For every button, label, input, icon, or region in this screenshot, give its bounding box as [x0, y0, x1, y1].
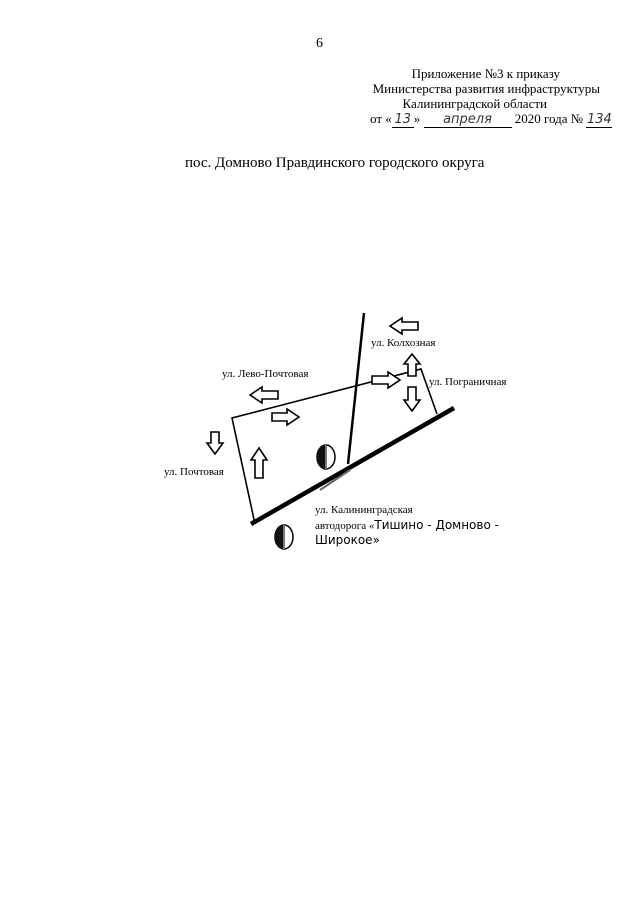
order-day: 13 — [391, 112, 414, 128]
arrow-right-icon — [271, 407, 301, 427]
page-number: 6 — [316, 36, 323, 51]
order-number: 134 — [586, 112, 613, 128]
arrow-up-icon — [402, 352, 422, 377]
appendix-title: Приложение №3 к приказу — [411, 66, 560, 81]
order-date-line: от «13» апреля 2020 года № 134 — [370, 111, 613, 128]
traffic-light-icon — [316, 444, 336, 470]
order-mid: » — [413, 111, 421, 126]
arrow-left-icon — [248, 385, 279, 405]
street-outline — [231, 368, 438, 525]
label-kaliningradskaya: ул. Калининградская — [315, 504, 413, 516]
road-name-2: Широкое» — [315, 533, 380, 547]
road-name-1: Тишино - Домново - — [374, 518, 499, 532]
arrow-right-icon — [371, 370, 402, 390]
order-year: 2020 года № — [514, 111, 584, 126]
arrow-down-icon — [205, 431, 225, 456]
main-road — [249, 406, 456, 526]
label-levo-pochtovaya: ул. Лево-Почтовая — [222, 368, 309, 380]
arrow-left-icon — [388, 316, 419, 336]
road-prefix: автодорога « — [315, 520, 375, 532]
main-road-shadow — [319, 469, 351, 491]
label-pogranichnaya: ул. Пограничная — [429, 376, 507, 388]
label-pochtovaya: ул. Почтовая — [164, 466, 224, 478]
arrow-up-icon — [249, 446, 269, 479]
ministry-name: Министерства развития инфраструктуры — [372, 81, 600, 96]
arrow-down-icon — [402, 386, 422, 413]
order-month: апреля — [423, 112, 512, 128]
traffic-light-icon — [274, 524, 294, 550]
label-road: автодорога «Тишино - Домново - — [315, 518, 499, 533]
kolkhoznaya-street — [346, 312, 366, 465]
label-kolkhoznaya: ул. Колхозная — [371, 337, 436, 349]
region-name: Калининградской области — [402, 96, 547, 111]
order-prefix: от « — [370, 111, 392, 126]
document-title: пос. Домново Правдинского городского окр… — [185, 155, 485, 171]
